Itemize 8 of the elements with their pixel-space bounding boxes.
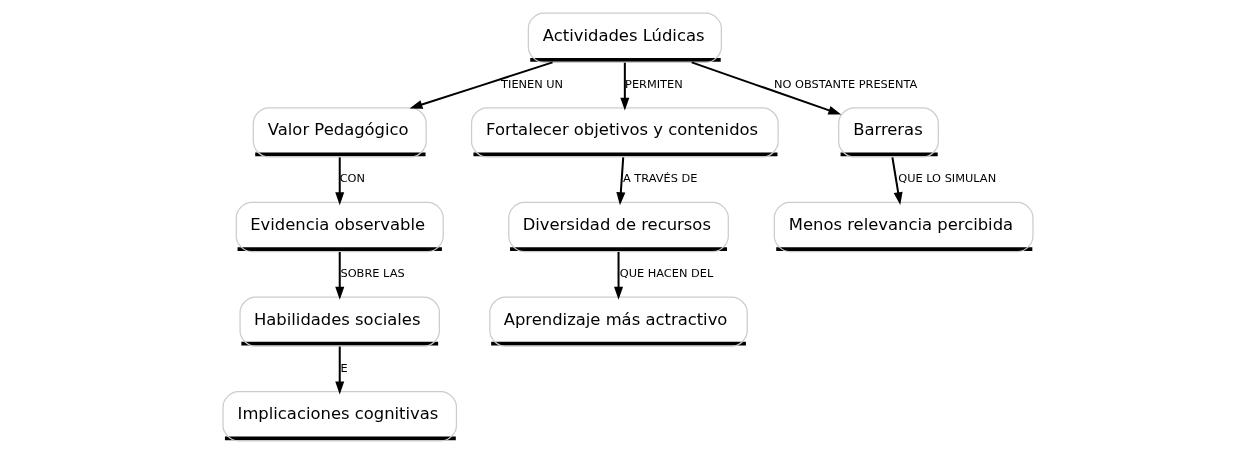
edge-label: TIENEN UN	[500, 76, 563, 91]
edge-label: QUE HACEN DEL	[619, 266, 713, 281]
edge-label: SOBRE LAS	[339, 266, 405, 281]
edge-label: A TRAVÉS DE	[622, 171, 697, 186]
edge-label: E	[340, 360, 348, 375]
edge-label: QUE LO SIMULAN	[897, 171, 996, 186]
edge-label: PERMITEN	[624, 76, 683, 91]
edge-label: NO OBSTANTE PRESENTA	[773, 76, 917, 91]
